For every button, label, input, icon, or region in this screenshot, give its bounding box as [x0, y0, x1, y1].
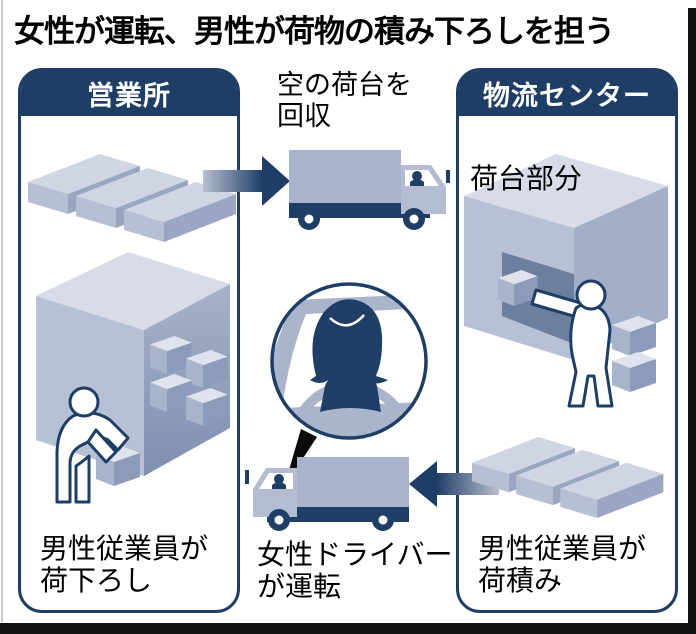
- panel-sales-office-header: 営業所: [21, 71, 237, 116]
- panel-sales-office: 営業所: [18, 68, 240, 613]
- right-edge-bar: [688, 8, 696, 634]
- driver-silhouette-icon: [412, 171, 422, 181]
- truck-left-icon: [245, 457, 409, 531]
- label-male-loading: 男性従業員が 荷積み: [478, 533, 647, 597]
- panel-logistics-center-header: 物流センター: [459, 71, 675, 116]
- female-driver-circle-icon: [270, 282, 428, 487]
- label-female-driver: 女性ドライバー が運転: [257, 539, 453, 603]
- steering-wheel-icon: [288, 381, 414, 438]
- label-male-unloading: 男性従業員が 荷下ろし: [40, 533, 209, 597]
- page-title: 女性が運転、男性が荷物の積み下ろしを担う: [14, 14, 615, 49]
- bottom-edge-bar: [0, 623, 696, 634]
- driver-silhouette-icon: [274, 474, 284, 484]
- truck-right-icon: [289, 150, 450, 230]
- label-collect-empty-bed: 空の荷台を 回収: [277, 70, 412, 132]
- left-edge-line: [1, 0, 3, 622]
- panel-logistics-center: 物流センター: [456, 68, 678, 613]
- label-cargo-bed-part: 荷台部分: [470, 163, 583, 194]
- callout-pointer: [284, 429, 317, 487]
